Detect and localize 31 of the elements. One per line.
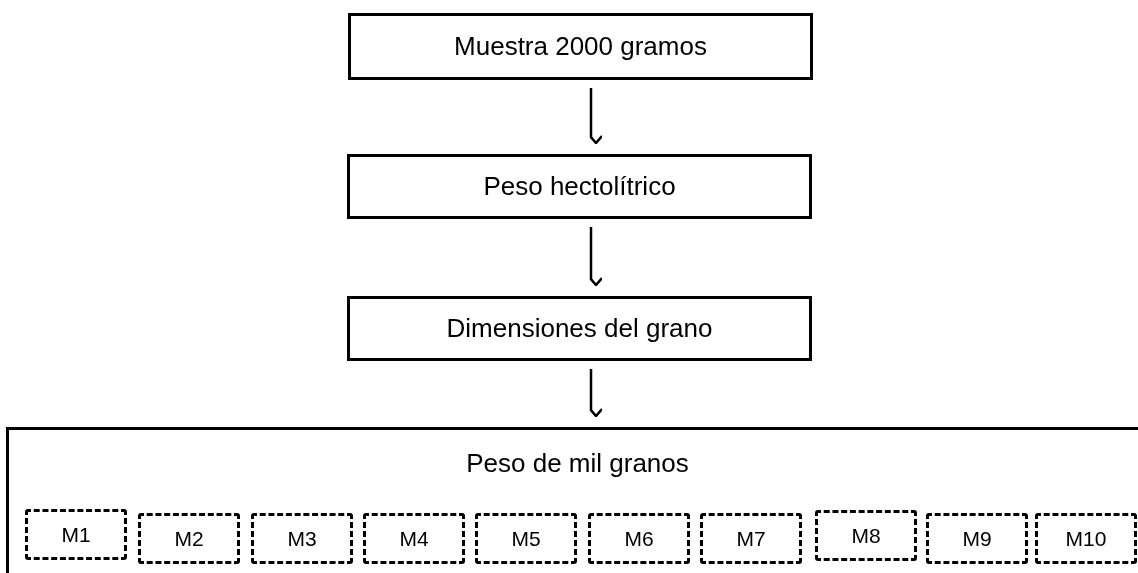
arrow	[588, 88, 604, 145]
arrow	[588, 369, 604, 418]
sample-box	[138, 513, 240, 564]
arrow	[588, 227, 604, 287]
sample-box	[926, 513, 1028, 564]
sample-box	[25, 509, 127, 560]
sample-label: M4	[399, 526, 429, 551]
sample-label: M2	[174, 526, 204, 551]
sample-label: M1	[61, 522, 91, 547]
process-label: Peso hectolítrico	[483, 171, 676, 202]
sample-box	[475, 513, 577, 564]
sample-label: M9	[962, 526, 992, 551]
sample-box	[1035, 513, 1137, 564]
sample-box	[700, 513, 802, 564]
sample-label: M7	[736, 526, 766, 551]
sample-label: M8	[851, 523, 881, 548]
process-label: Muestra 2000 gramos	[454, 31, 707, 62]
sample-box	[588, 513, 690, 564]
sample-label: M3	[287, 526, 317, 551]
process-box	[347, 154, 812, 219]
sample-label: M5	[511, 526, 541, 551]
group-box	[6, 427, 1138, 573]
sample-label: M10	[1065, 526, 1107, 551]
process-box	[347, 296, 812, 361]
sample-box	[815, 510, 917, 561]
sample-label: M6	[624, 526, 654, 551]
group-title: Peso de mil granos	[465, 448, 690, 479]
process-box	[348, 13, 813, 80]
sample-box	[251, 513, 353, 564]
process-label: Dimensiones del grano	[446, 313, 713, 344]
sample-box	[363, 513, 465, 564]
